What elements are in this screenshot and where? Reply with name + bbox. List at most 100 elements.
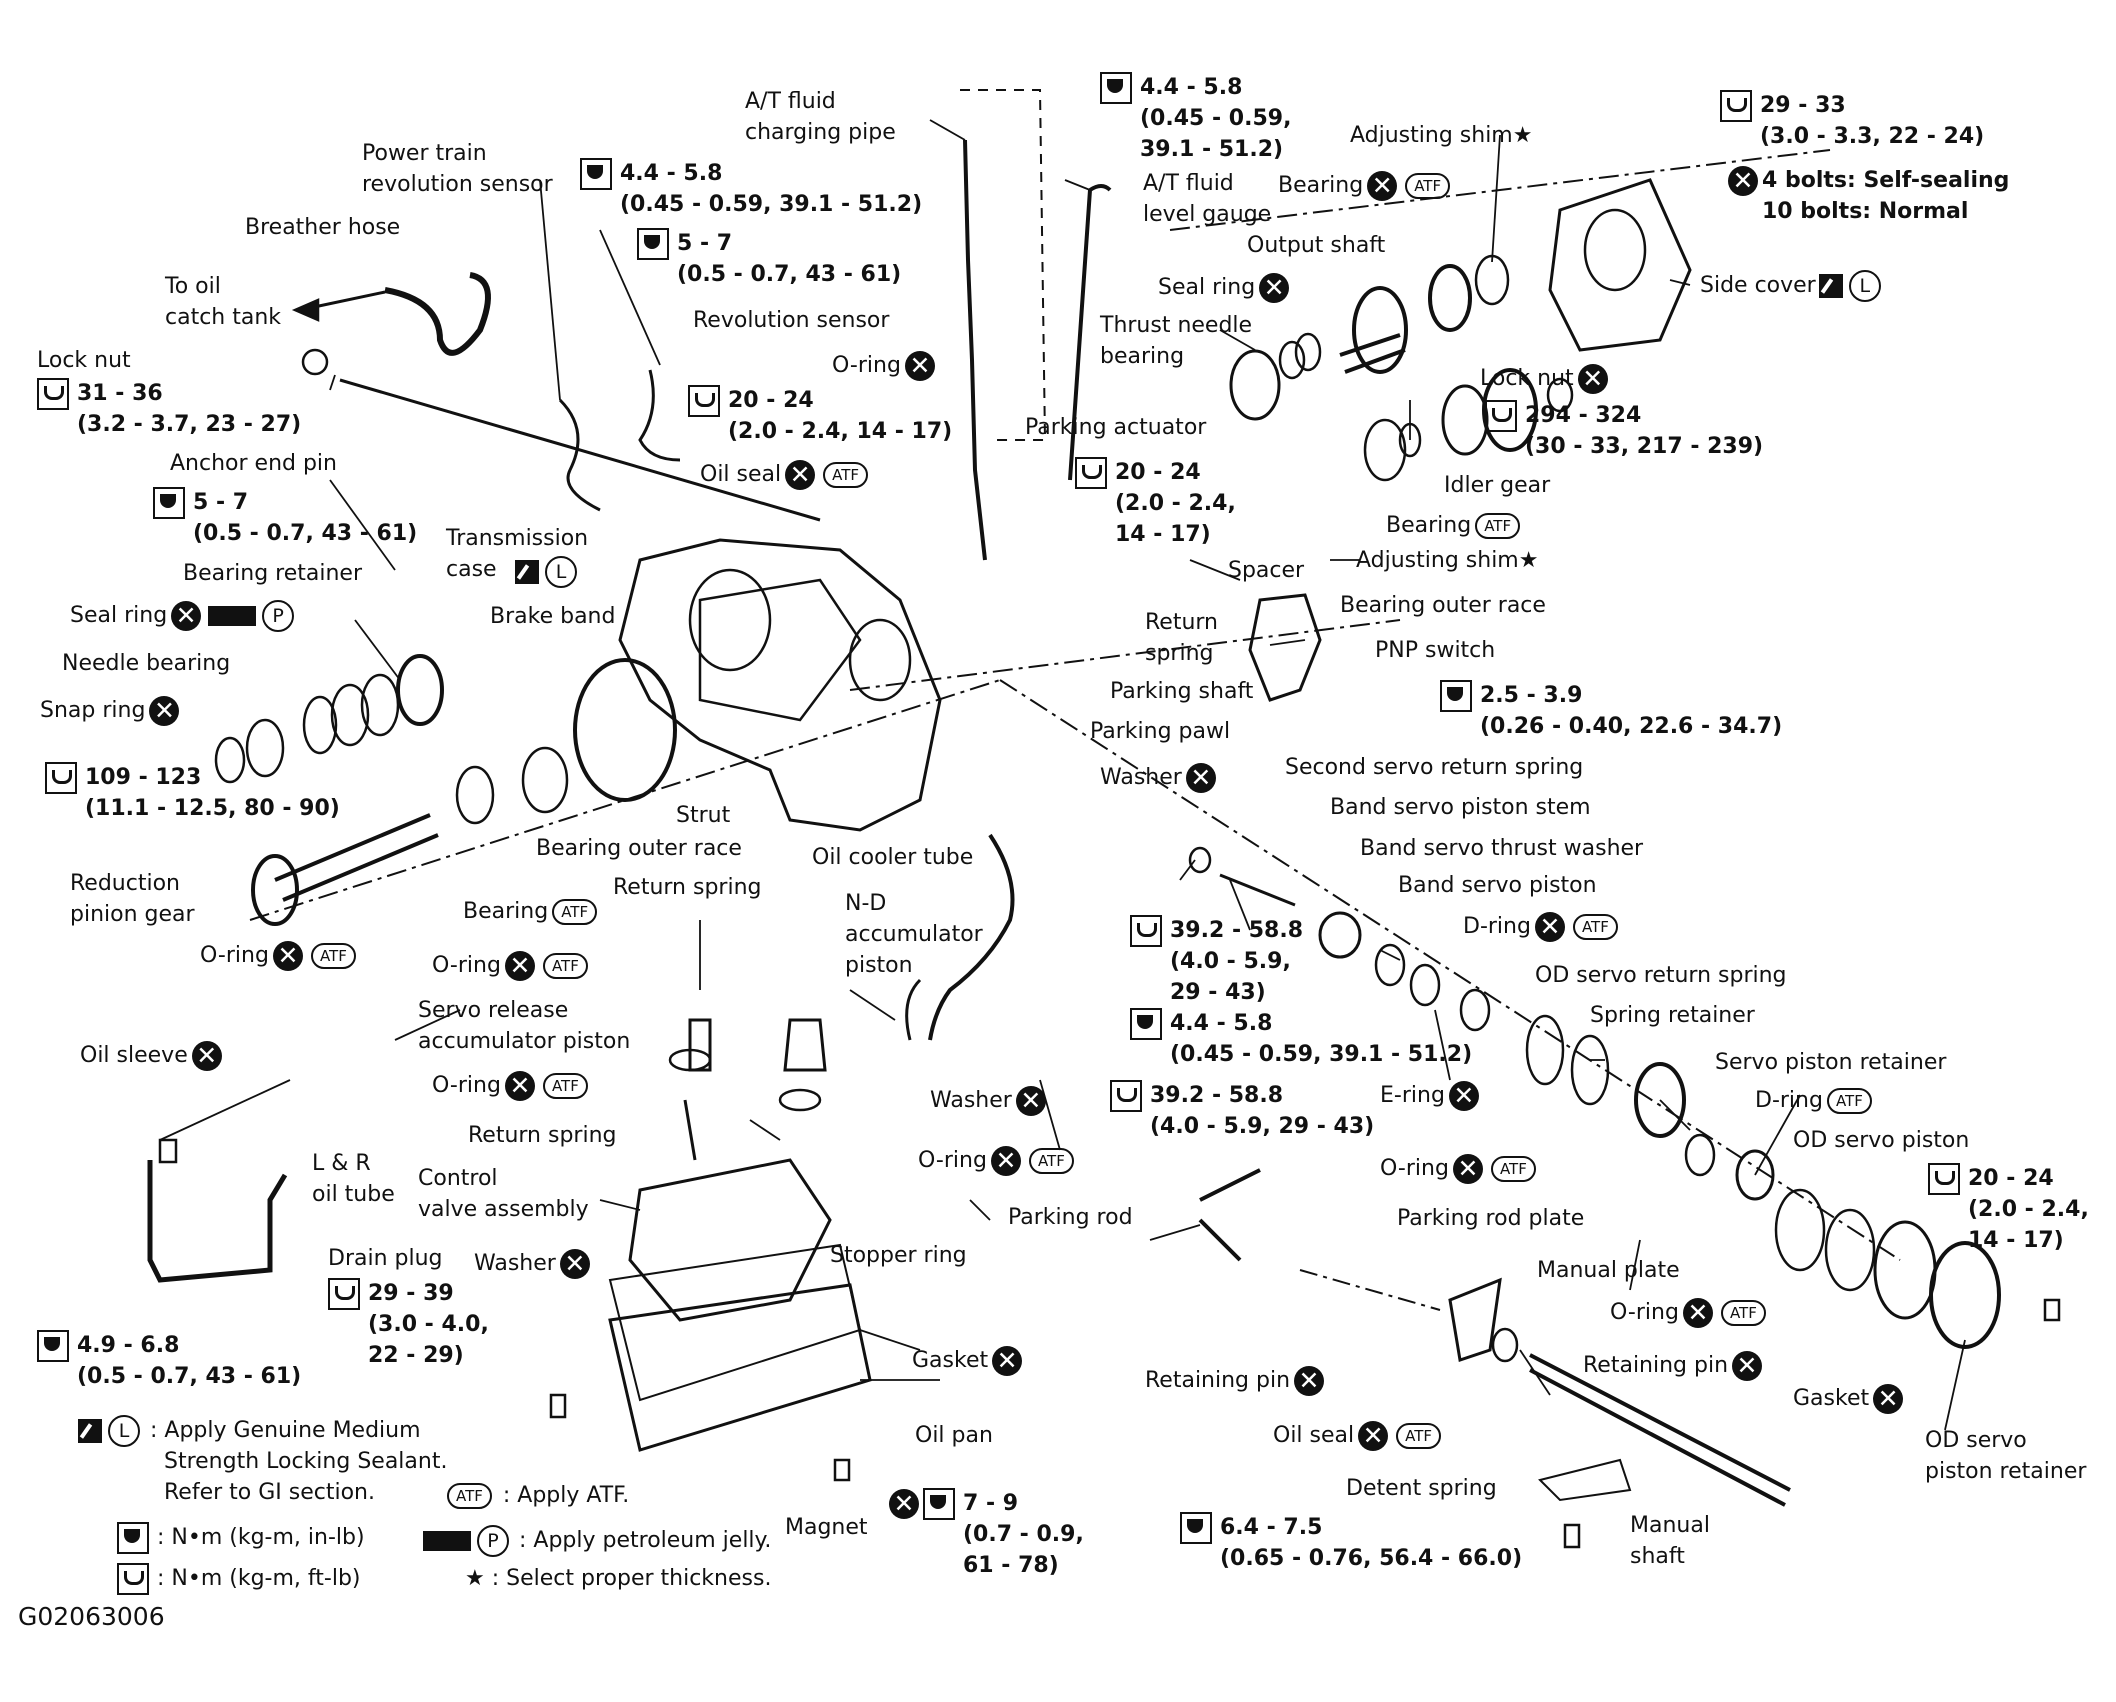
band-servo-piston-label: Band servo piston [1398,873,1597,898]
spring-retainer-label: Spring retainer [1590,1003,1755,1028]
atf-badge: ATF [310,943,356,969]
lock-symbol: L [1848,270,1881,302]
torque-inlb-icon [117,1522,149,1554]
sensor-torque: 4.4 - 5.8 (0.45 - 0.59, 39.1 - 51.2) [580,158,922,220]
oring-od-label: O-ring✕ATF [1380,1153,1540,1184]
parking-actuator-label: Parking actuator [1025,415,1207,440]
torque-20-24-od: 20 - 24 (2.0 - 2.4, 14 - 17) [1928,1163,2089,1256]
torque-inlb-icon [923,1488,955,1520]
torque-109: 109 - 123 (11.1 - 12.5, 80 - 90) [45,762,340,824]
replace-icon: ✕ [559,1249,590,1279]
oring-mid-label: O-ring✕ATF [432,950,592,981]
power-train-sensor-label: Power train revolution sensor [362,141,553,197]
replace-icon: ✕ [1015,1086,1046,1116]
torque-294: 294 - 324 (30 - 33, 217 - 239) [1485,400,1763,462]
atf-badge: ATF [1405,173,1451,199]
lock-symbol: L [545,556,577,588]
atf-badge: ATF [447,1483,492,1509]
replace-icon: ✕ [504,1071,535,1101]
bearing-outer-race-left-label: Bearing outer race [536,836,742,861]
oil-pan-label: Oil pan [915,1423,993,1448]
detent-torque: 6.4 - 7.5 (0.65 - 0.76, 56.4 - 66.0) [1180,1512,1522,1574]
washer-low-label: Washer✕ [474,1248,594,1279]
star-symbol: ★ [1518,548,1539,573]
sealant-icon [1818,274,1843,298]
replace-icon: ✕ [889,1489,919,1519]
oil-seal-top-label: Oil seal✕ATF [700,459,872,490]
oil-sleeve-label: Oil sleeve✕ [80,1040,226,1071]
legend-nm-inlb: : N•m (kg-m, in-lb) [117,1522,365,1554]
servo-release-accumulator-label: Servo release accumulator piston [418,998,631,1054]
torque-ftlb-icon [117,1563,149,1595]
drain-plug-torque: 29 - 39 (3.0 - 4.0, 22 - 29) [328,1278,489,1371]
torque-5-7-top: 5 - 7 (0.5 - 0.7, 43 - 61) [637,228,901,290]
torque-inlb-icon [1100,72,1132,104]
washer-top-label: Washer✕ [1100,762,1220,793]
control-valve-shape [628,1158,832,1322]
retaining-pin-1-label: Retaining pin✕ [1583,1350,1766,1381]
torque-inlb-icon [153,487,185,519]
replace-icon: ✕ [272,941,303,971]
adjusting-shim-top-label: Adjusting shim★ [1350,123,1533,148]
gasket-low-label: Gasket✕ [912,1345,1026,1376]
legend-star: ★ : Select proper thickness. [465,1566,772,1591]
oring-mid2-label: O-ring✕ATF [432,1070,592,1101]
replace-icon: ✕ [1367,171,1398,201]
atf-badge: ATF [542,1073,588,1099]
torque-ftlb-icon [1485,400,1517,432]
petroleum-symbol: P [477,1525,509,1557]
band-servo-thrust-washer-label: Band servo thrust washer [1360,836,1644,861]
replace-icon: ✕ [1728,166,1758,196]
replace-icon: ✕ [992,1346,1023,1376]
fluid-level-gauge-label: A/T fluid level gauge [1143,171,1272,227]
torque-inlb-icon [37,1330,69,1362]
oil-pan-torque: ✕7 - 9 (0.7 - 0.9, 61 - 78) [885,1488,1084,1581]
replace-icon: ✕ [1358,1421,1389,1451]
atf-badge: ATF [552,899,598,925]
fluid-charging-pipe-label: A/T fluid charging pipe [745,89,896,145]
snap-ring-label: Snap ring✕ [40,695,183,726]
replace-icon: ✕ [990,1146,1021,1176]
torque-ftlb-icon [328,1278,360,1310]
detent-spring-shape [1538,1458,1632,1502]
d-ring-1-label: D-ring✕ATF [1463,911,1622,942]
e-ring-label: E-ring✕ [1380,1080,1483,1111]
oil-seal-low-label: Oil seal✕ATF [1273,1420,1445,1451]
oil-catch-tank-label: To oil catch tank [165,274,282,330]
retaining-pin-2-label: Retaining pin✕ [1145,1365,1328,1396]
magnet-label: Magnet [785,1515,868,1540]
thrust-needle-bearing-label: Thrust needle bearing [1100,313,1253,369]
legend-sealant: L : Apply Genuine Medium Strength Lockin… [75,1415,447,1508]
anchor-end-pin-label: Anchor end pin [170,451,337,476]
oring-right-label: O-ring✕ATF [1610,1297,1770,1328]
strut-label: Strut [676,803,731,828]
torque-ftlb-icon [688,385,720,417]
torque-ftlb-icon [1130,915,1162,947]
lr-tube-torque: 4.9 - 6.8 (0.5 - 0.7, 43 - 61) [37,1330,301,1392]
pnp-switch-shape [1248,593,1322,702]
replace-icon: ✕ [1452,1154,1483,1184]
replace-icon: ✕ [1534,912,1565,942]
revolution-sensor-label: Revolution sensor [693,308,890,333]
idler-gear-label: Idler gear [1444,473,1551,498]
replace-icon: ✕ [1873,1384,1904,1414]
parking-pawl-label: Parking pawl [1090,719,1231,744]
replace-icon: ✕ [1732,1351,1763,1381]
case-sealant-symbols: L [512,556,580,588]
lock-nut-torque: 31 - 36 (3.2 - 3.7, 23 - 27) [37,378,301,440]
replace-icon: ✕ [785,460,816,490]
sealant-icon [515,560,539,584]
output-shaft-shape [1339,333,1406,374]
manual-plate-shape [1448,1277,1502,1362]
atf-badge: ATF [1826,1088,1872,1114]
gasket-shape [608,1243,862,1402]
replace-icon: ✕ [1448,1081,1479,1111]
side-cover-shape [1548,178,1692,352]
transmission-case-shape [618,538,942,832]
anchor-torque: 5 - 7 (0.5 - 0.7, 43 - 61) [153,487,417,549]
replace-icon: ✕ [504,951,535,981]
oring-nd-label: O-ring✕ATF [918,1145,1078,1176]
fluid-charging-pipe-shape [963,139,987,561]
